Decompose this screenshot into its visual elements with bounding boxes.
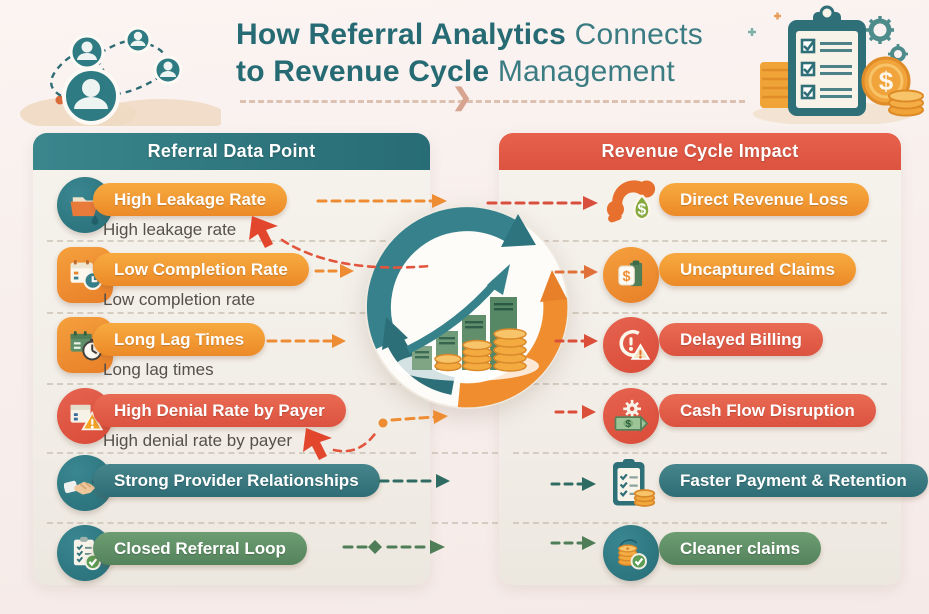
coin-stack-icon bbox=[760, 62, 792, 108]
impact-pill: Delayed Billing bbox=[659, 323, 823, 356]
svg-text:$: $ bbox=[638, 202, 647, 219]
left-panel-header: Referral Data Point bbox=[33, 133, 430, 170]
data-point-pill: High Leakage Rate bbox=[93, 183, 288, 216]
revenue-cycle-graphic bbox=[365, 205, 569, 409]
coins-check-icon bbox=[603, 525, 659, 581]
cycle-arrowhead-orange bbox=[540, 270, 567, 302]
svg-text:$: $ bbox=[625, 419, 631, 430]
data-point-pill: Strong Provider Relationships bbox=[93, 464, 380, 497]
gear-money-icon: $ bbox=[603, 388, 659, 444]
title-line2-strong: to Revenue Cycle bbox=[236, 55, 490, 88]
data-point-sublabel: Long lag times bbox=[103, 360, 214, 379]
sparkle-icon bbox=[774, 12, 781, 20]
referral-network-illustration bbox=[20, 26, 221, 126]
title-line1-rest: Connects bbox=[574, 18, 703, 51]
data-point-sublabel: High denial rate by payer bbox=[103, 431, 293, 450]
referral-data-panel: Referral Data Point High Leakage Rate Hi… bbox=[33, 133, 430, 585]
avatar bbox=[69, 34, 105, 70]
data-point-pill: High Denial Rate by Payer bbox=[93, 394, 346, 427]
chevron-right-icon: ❯ bbox=[452, 84, 473, 111]
right-panel-header: Revenue Cycle Impact bbox=[499, 133, 901, 170]
title-line2-rest: Management bbox=[497, 55, 675, 88]
impact-pill: Cash Flow Disruption bbox=[659, 394, 876, 427]
phone-dollar-icon: $ bbox=[603, 175, 659, 231]
clipboard-money-illustration: $ bbox=[748, 5, 924, 124]
impact-pill: Direct Revenue Loss bbox=[659, 183, 870, 216]
clipboard-coins-icon bbox=[603, 455, 659, 511]
growth-arrow bbox=[406, 279, 500, 354]
revenue-impact-panel: Revenue Cycle Impact $ Direct Revenue Lo… bbox=[499, 133, 928, 585]
impact-pill: Uncaptured Claims bbox=[659, 253, 856, 286]
svg-text:$: $ bbox=[879, 66, 894, 96]
avatar bbox=[153, 55, 183, 85]
data-point-pill: Closed Referral Loop bbox=[93, 532, 307, 565]
data-point-pill: Low Completion Rate bbox=[93, 253, 309, 286]
impact-pill: Cleaner claims bbox=[659, 532, 822, 565]
dollar-clipboard-icon: $ bbox=[603, 247, 659, 303]
page-title: How Referral Analytics Connects to Reven… bbox=[236, 16, 756, 90]
coin-stack-icon bbox=[888, 89, 924, 117]
clock-warning-icon bbox=[603, 317, 659, 373]
data-point-sublabel: Low completion rate bbox=[103, 290, 256, 309]
growth-arrowhead bbox=[487, 264, 510, 295]
svg-text:$: $ bbox=[623, 269, 631, 285]
avatar bbox=[124, 26, 152, 54]
clipboard-icon bbox=[788, 5, 866, 116]
data-point-pill: Long Lag Times bbox=[93, 323, 266, 356]
data-point-sublabel: High leakage rate bbox=[103, 220, 237, 239]
sparkle-icon bbox=[748, 28, 756, 36]
impact-pill: Faster Payment & Retention bbox=[659, 464, 928, 497]
clipboard-check-icon bbox=[57, 525, 113, 581]
cycle-arrowhead-teal bbox=[501, 214, 536, 247]
title-divider bbox=[240, 100, 745, 103]
title-line1-strong: How Referral Analytics bbox=[236, 18, 567, 51]
cycle-arrowhead-teal-bottom bbox=[382, 317, 408, 350]
coin-stacks bbox=[434, 328, 527, 372]
avatar bbox=[62, 67, 120, 125]
